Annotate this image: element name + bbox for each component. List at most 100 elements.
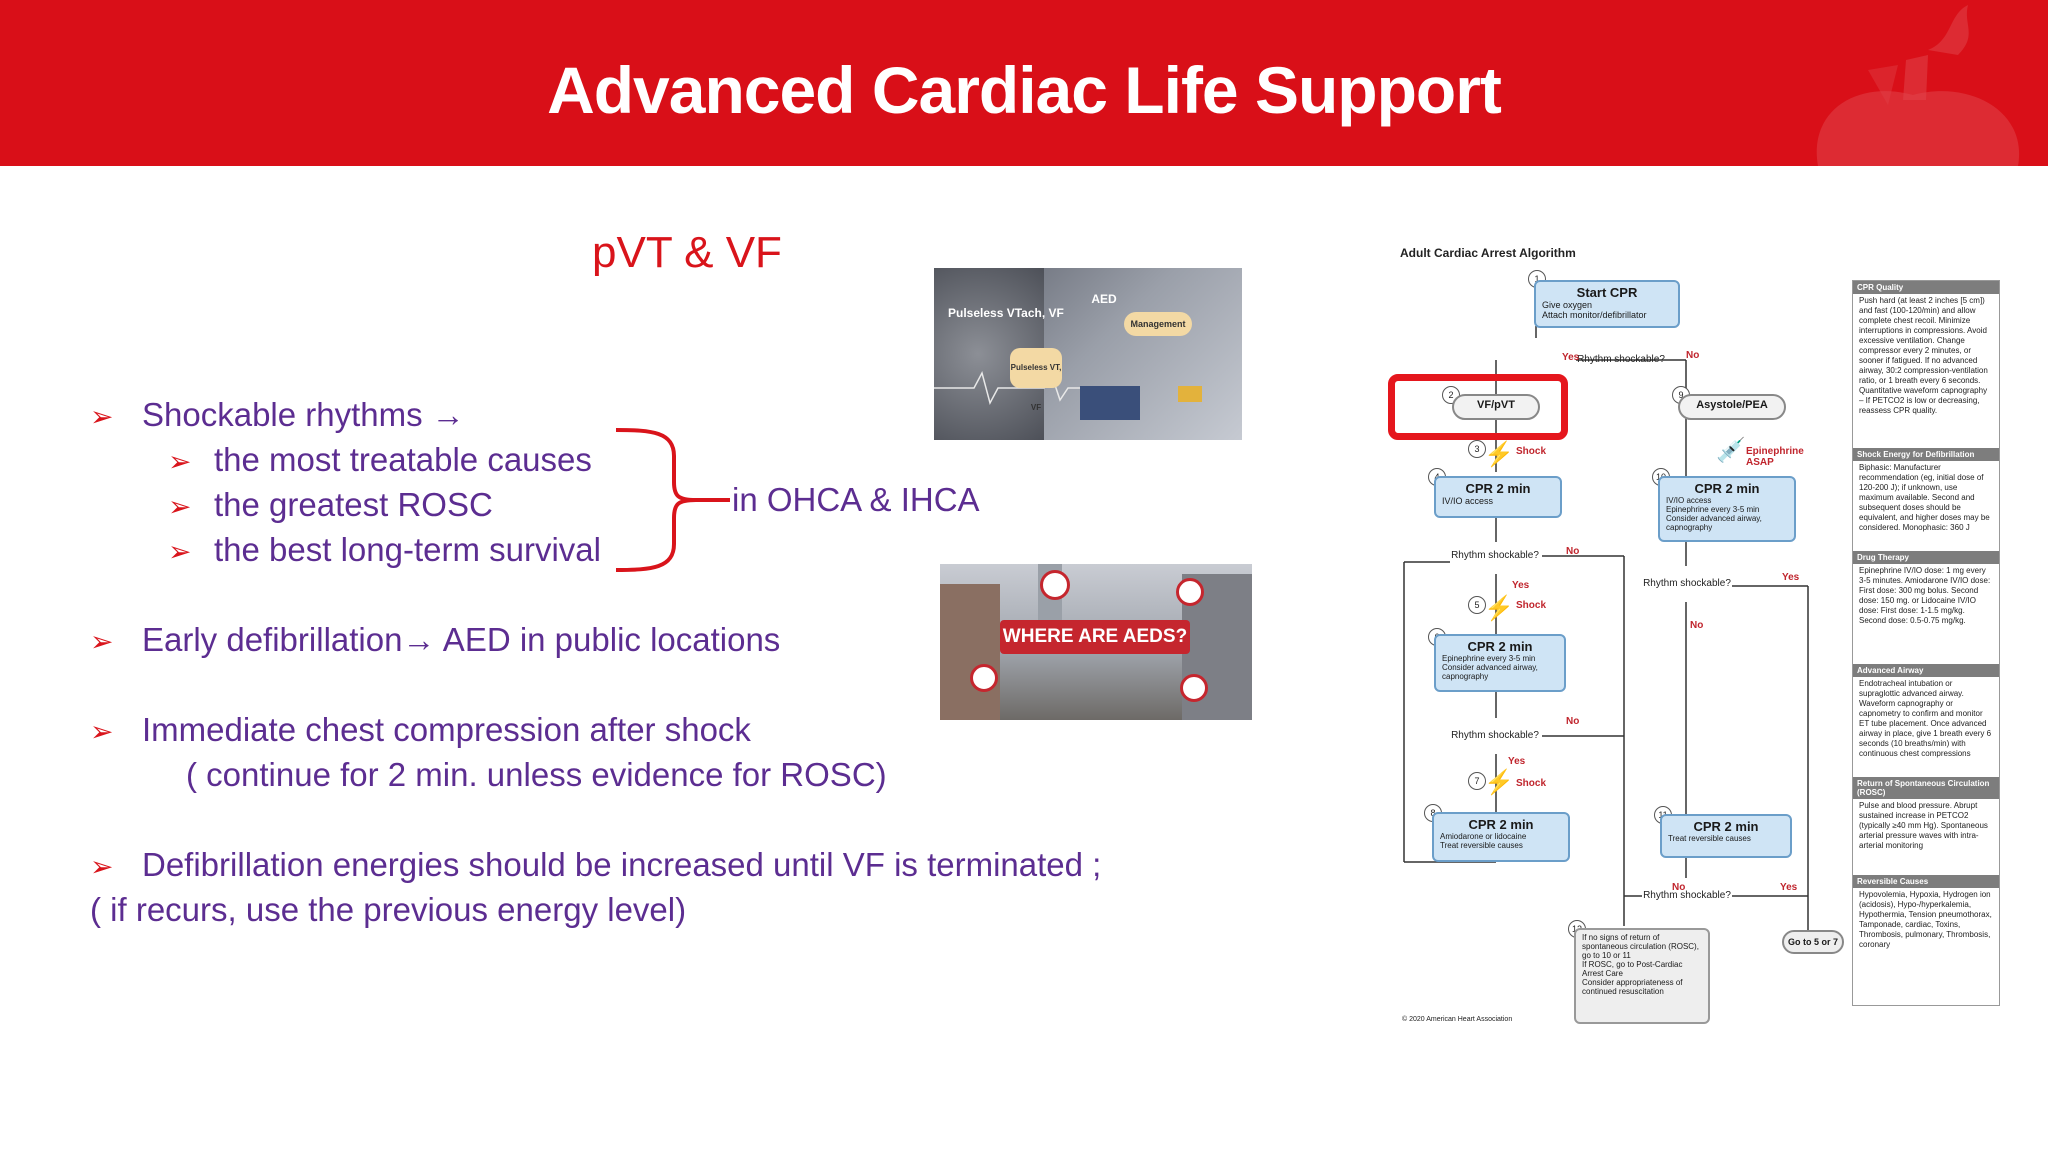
lightning-shock-icon: ⚡ bbox=[1484, 595, 1514, 622]
box-12: If no signs of return of spontaneous cir… bbox=[1574, 928, 1710, 1024]
no-label: No bbox=[1566, 546, 1580, 557]
box-title: CPR 2 min bbox=[1467, 639, 1533, 654]
box-item: If no signs of return of spontaneous cir… bbox=[1582, 933, 1699, 960]
lightning-shock-icon: ⚡ bbox=[1484, 769, 1514, 796]
box-item: Epinephrine every 3-5 min bbox=[1666, 505, 1760, 514]
aed-line2: Pulseless VTach, VF bbox=[948, 306, 1064, 320]
bullet-early: ➢Early defibrillation→ AED in public loc… bbox=[90, 621, 780, 659]
step-number: 5 bbox=[1468, 596, 1486, 614]
start-cpr-box: Start CPR Give oxygen Attach monitor/def… bbox=[1534, 280, 1680, 328]
bullet-text: Early defibrillation→ AED in public loca… bbox=[142, 621, 781, 658]
step-number: 3 bbox=[1468, 440, 1486, 458]
side-heading: Return of Spontaneous Circulation (ROSC) bbox=[1853, 777, 1999, 799]
decision-text: Rhythm shockable? bbox=[1643, 890, 1731, 901]
yes-label: Yes bbox=[1508, 756, 1526, 767]
side-heading: Advanced Airway bbox=[1853, 664, 1999, 677]
building-left bbox=[940, 584, 1000, 720]
bullet-text: the most treatable causes bbox=[214, 441, 592, 478]
bullet-text: Shockable rhythms → bbox=[142, 396, 465, 433]
info-panel bbox=[1080, 386, 1140, 420]
cpr-box-6: CPR 2 min Epinephrine every 3-5 min Cons… bbox=[1434, 634, 1566, 692]
slide-title: Advanced Cardiac Life Support bbox=[547, 53, 1502, 127]
bullet-text: Defibrillation energies should be increa… bbox=[142, 846, 1102, 883]
lightning-shock-icon: ⚡ bbox=[1484, 441, 1514, 468]
box-item: Amiodarone or lidocaine bbox=[1440, 832, 1527, 841]
cpr-box-4: CPR 2 min IV/IO access bbox=[1434, 476, 1562, 518]
no-label: No bbox=[1566, 716, 1580, 727]
side-body: Hypovolemia, Hypoxia, Hydrogen ion (acid… bbox=[1859, 890, 1992, 949]
bracket-label: in OHCA & IHCA bbox=[732, 481, 980, 518]
cpr-box-11: CPR 2 min Treat reversible causes bbox=[1660, 814, 1792, 858]
yes-label: Yes bbox=[1782, 572, 1800, 583]
side-heading: Shock Energy for Defibrillation bbox=[1853, 448, 1999, 461]
rhythm-decision-3: Rhythm shockable? bbox=[1642, 566, 1732, 602]
side-heading: Reversible Causes bbox=[1853, 875, 1999, 888]
aed-location-marker-icon bbox=[1180, 674, 1208, 702]
copyright: © 2020 American Heart Association bbox=[1402, 1016, 1513, 1023]
no-label: No bbox=[1672, 882, 1686, 893]
where-are-aeds-thumbnail: WHERE ARE AEDS? bbox=[940, 564, 1252, 720]
decision-text: Rhythm shockable? bbox=[1451, 550, 1539, 561]
rhythm-decision-2: Rhythm shockable? bbox=[1450, 538, 1540, 574]
aed-location-marker-icon bbox=[1040, 570, 1070, 600]
bullet-energies-note: ( if recurs, use the previous energy lev… bbox=[90, 891, 687, 928]
rhythm-decision-4: Rhythm shockable? bbox=[1450, 718, 1540, 754]
info-tag bbox=[1178, 386, 1202, 402]
bullet-shockable: ➢ Shockable rhythms → bbox=[90, 396, 465, 434]
sub-bullet-1: ➢the most treatable causes bbox=[168, 441, 592, 479]
algorithm-side-panel: CPR Quality Push hard (at least 2 inches… bbox=[1852, 280, 2000, 1006]
box-item: Treat reversible causes bbox=[1440, 841, 1523, 850]
side-body: Endotracheal intubation or supraglottic … bbox=[1859, 679, 1992, 758]
box-item: Epinephrine every 3-5 min bbox=[1442, 654, 1536, 663]
box-title: CPR 2 min bbox=[1465, 481, 1531, 496]
slide-subtitle: pVT & VF bbox=[592, 228, 782, 277]
arrowhead-bullet-icon: ➢ bbox=[90, 401, 114, 432]
box-item: Consider appropriateness of continued re… bbox=[1582, 978, 1683, 996]
vf-highlight-box bbox=[1388, 374, 1568, 440]
bullet-text: the best long-term survival bbox=[214, 531, 601, 568]
arrowhead-bullet-icon: ➢ bbox=[168, 536, 192, 567]
shock-label: Shock bbox=[1516, 778, 1547, 789]
curly-brace bbox=[615, 428, 730, 572]
no-label: No bbox=[1690, 620, 1704, 631]
box-item: Treat reversible causes bbox=[1668, 834, 1751, 843]
side-body: Push hard (at least 2 inches [5 cm]) and… bbox=[1859, 296, 1988, 415]
box-item: If ROSC, go to Post-Cardiac Arrest Care bbox=[1582, 960, 1683, 978]
side-body: Biphasic: Manufacturer recommendation (e… bbox=[1859, 463, 1990, 532]
cpr-box-8: CPR 2 min Amiodarone or lidocaine Treat … bbox=[1432, 812, 1570, 862]
decision-text: Rhythm shockable? bbox=[1451, 730, 1539, 741]
shock-label: Shock bbox=[1516, 600, 1547, 611]
where-are-aeds-banner: WHERE ARE AEDS? bbox=[1000, 620, 1190, 654]
arrowhead-bullet-icon: ➢ bbox=[168, 491, 192, 522]
cpr-box-10: CPR 2 min IV/IO access Epinephrine every… bbox=[1658, 476, 1796, 542]
bullet-text: the greatest ROSC bbox=[214, 486, 493, 523]
box-title: CPR 2 min bbox=[1693, 819, 1759, 834]
shock-label: Shock bbox=[1516, 446, 1547, 457]
bullet-immediate-note: ( continue for 2 min. unless evidence fo… bbox=[186, 756, 887, 793]
box-title: Start CPR bbox=[1576, 285, 1638, 300]
no-label: No bbox=[1686, 350, 1700, 361]
decision-text: Rhythm shockable? bbox=[1577, 354, 1665, 365]
arrowhead-bullet-icon: ➢ bbox=[90, 851, 114, 882]
epinephrine-label: Epinephrine ASAP bbox=[1746, 446, 1804, 468]
side-heading: CPR Quality bbox=[1853, 281, 1999, 294]
rhythm-decision-5: Rhythm shockable? bbox=[1642, 878, 1732, 914]
box-item: Consider advanced airway, capnography bbox=[1666, 514, 1762, 532]
bullet-text: Immediate chest compression after shock bbox=[142, 711, 751, 748]
sub-bullet-3: ➢ the best long-term survival bbox=[168, 531, 601, 569]
box-item: Consider advanced airway, capnography bbox=[1442, 663, 1538, 681]
arrowhead-bullet-icon: ➢ bbox=[90, 716, 114, 747]
aed-thumbnail: AED Pulseless VTach, VF Management Pulse… bbox=[934, 268, 1242, 440]
box-title: CPR 2 min bbox=[1694, 481, 1760, 496]
syringe-icon: 💉 bbox=[1716, 437, 1746, 464]
vf-pvt-box: VF/pVT bbox=[1452, 394, 1540, 420]
aed-line1: AED bbox=[1091, 292, 1117, 306]
aha-heart-torch-logo bbox=[1816, 5, 2020, 166]
box-item: Attach monitor/defibrillator bbox=[1542, 310, 1647, 320]
box-title: Asystole/PEA bbox=[1696, 399, 1768, 411]
yes-label: Yes bbox=[1512, 580, 1530, 591]
side-body: Epinephrine IV/IO dose: 1 mg every 3-5 m… bbox=[1859, 566, 1991, 625]
box-item: Give oxygen bbox=[1542, 300, 1593, 310]
ecg-trace bbox=[934, 370, 1114, 406]
yes-label: Yes bbox=[1780, 882, 1798, 893]
